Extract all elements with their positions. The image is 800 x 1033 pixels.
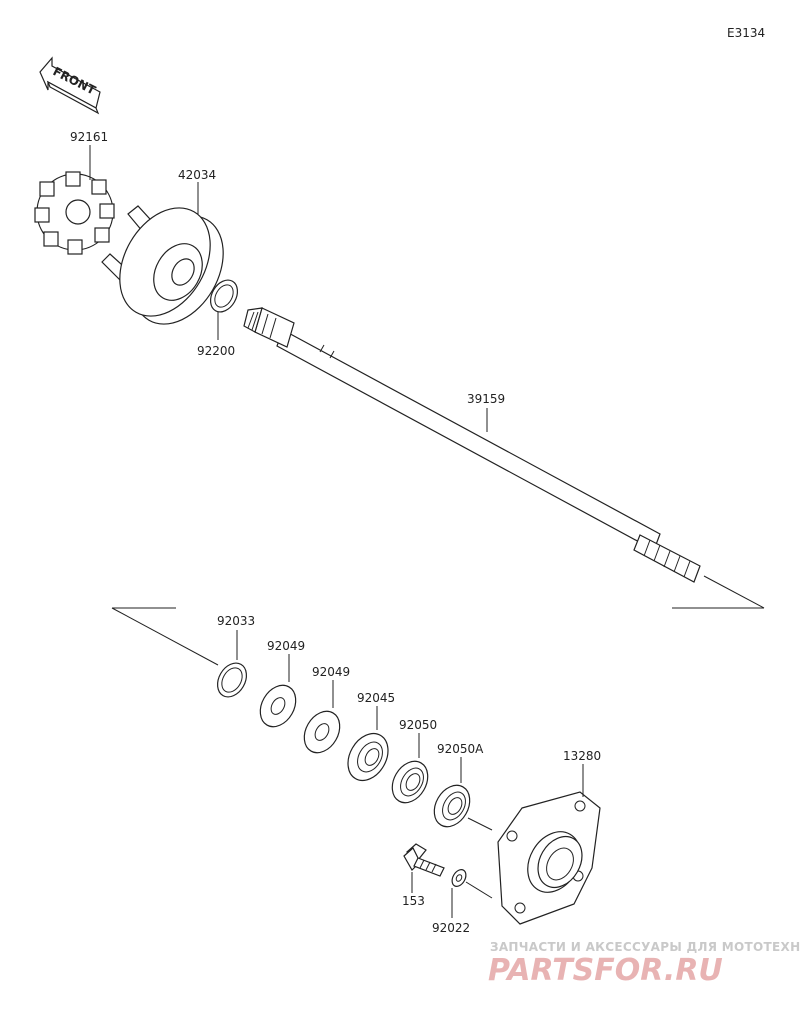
washer-92022 xyxy=(451,869,467,887)
oil-seal-92050A xyxy=(433,784,471,828)
drive-shaft-39159 xyxy=(243,307,701,583)
shim-92049-a xyxy=(259,684,297,728)
holder-plate-13280 xyxy=(497,791,601,925)
label-92045: 92045 xyxy=(357,691,395,705)
label-153: 153 xyxy=(402,894,425,908)
shim-92049-b xyxy=(303,710,341,754)
label-42034: 42034 xyxy=(178,168,216,182)
watermark-logo: PARTSFOR.RU xyxy=(488,953,723,988)
front-arrow-icon: FRONT xyxy=(39,56,101,115)
oil-seal-92050 xyxy=(391,760,429,804)
rubber-damper-92161 xyxy=(34,171,115,255)
label-39159: 39159 xyxy=(467,392,505,406)
label-92049-b: 92049 xyxy=(312,665,350,679)
circlip-92033 xyxy=(216,662,248,698)
label-92050A: 92050A xyxy=(437,742,484,756)
diagram-code: E3134 xyxy=(727,26,765,40)
coupling-42034 xyxy=(101,205,224,325)
label-92033: 92033 xyxy=(217,614,255,628)
label-13280: 13280 xyxy=(563,749,601,763)
washer-92200 xyxy=(209,279,239,313)
bearing-92045 xyxy=(347,732,389,782)
label-92050: 92050 xyxy=(399,718,437,732)
watermark-tagline: ЗАПЧАСТИ И АКСЕССУАРЫ ДЛЯ МОТОТЕХНИКИ xyxy=(490,940,800,954)
bolt-153 xyxy=(403,843,445,877)
label-92200: 92200 xyxy=(197,344,235,358)
label-92022: 92022 xyxy=(432,921,470,935)
label-92049-a: 92049 xyxy=(267,639,305,653)
label-92161: 92161 xyxy=(70,130,108,144)
